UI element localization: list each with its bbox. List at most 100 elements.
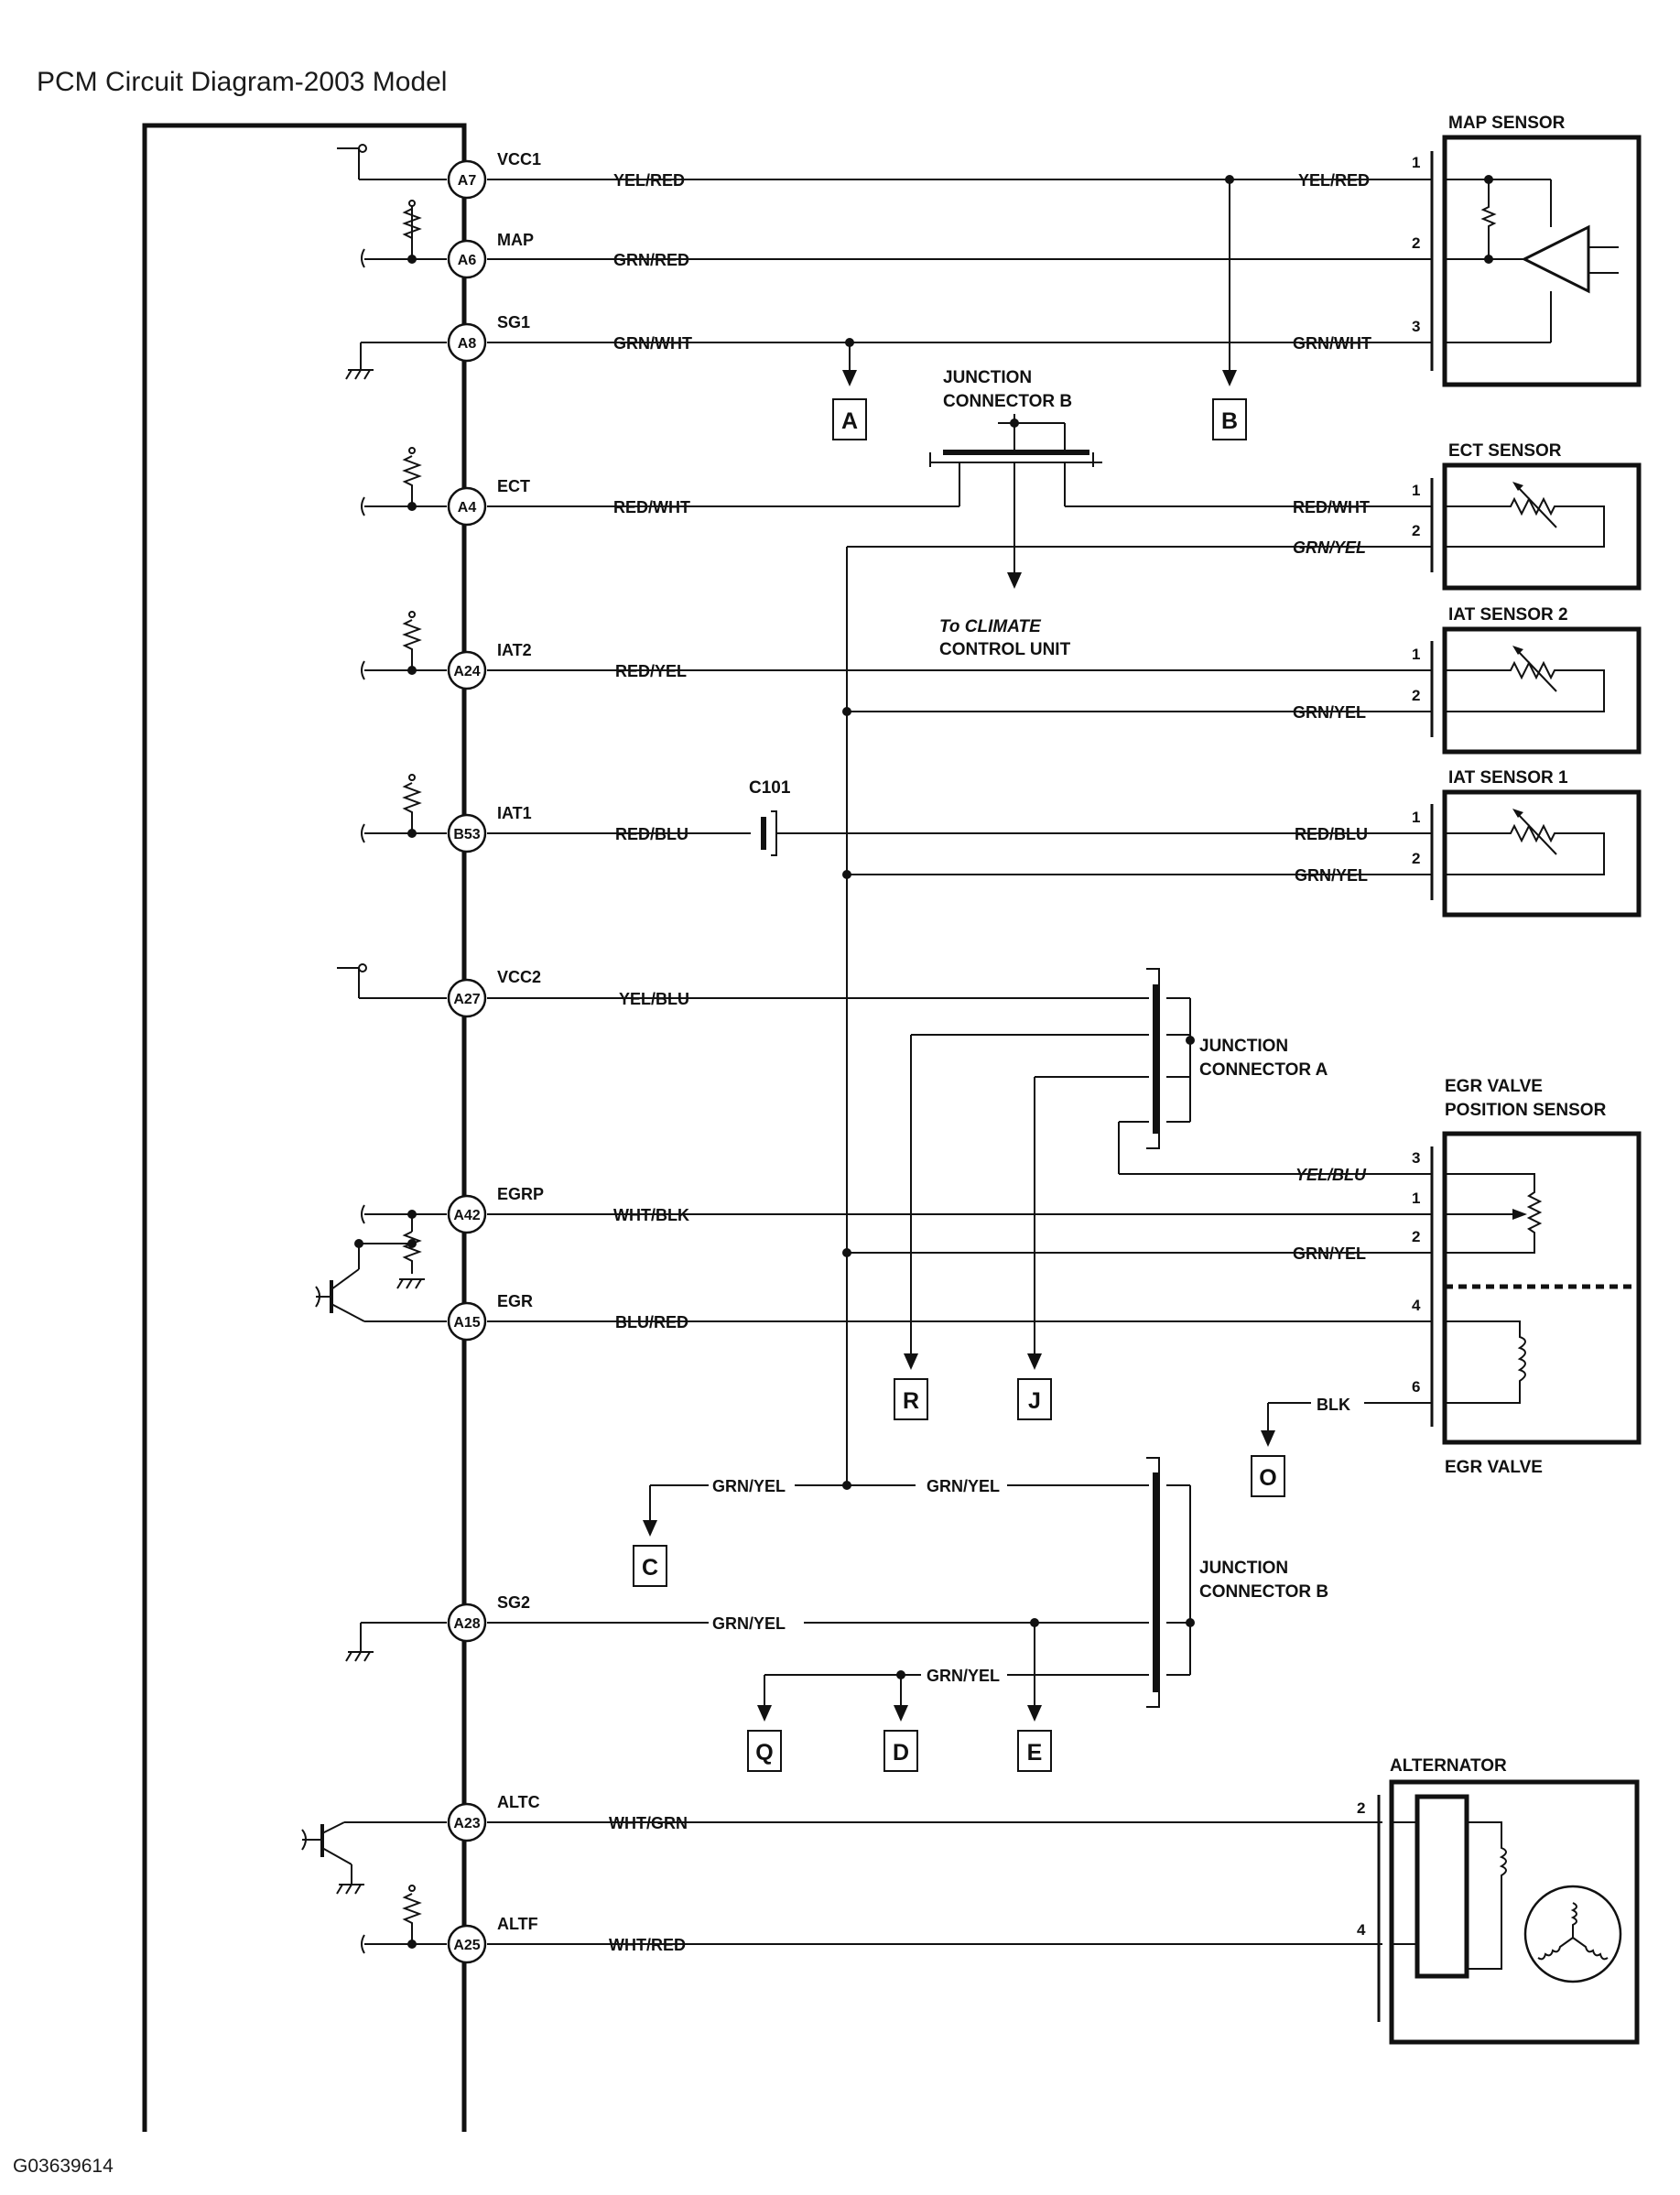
svg-text:GRN/WHT: GRN/WHT bbox=[1293, 334, 1371, 353]
svg-text:JUNCTION: JUNCTION bbox=[1199, 1559, 1288, 1578]
pin-a15: A15 EGR BLU/RED bbox=[447, 1292, 688, 1342]
svg-text:A24: A24 bbox=[453, 664, 480, 679]
pin-a4: A4 ECT RED/WHT bbox=[447, 477, 690, 527]
svg-text:1: 1 bbox=[1412, 809, 1420, 826]
pcm-input-altf bbox=[361, 1885, 447, 1954]
pcm-input-ect bbox=[361, 447, 447, 516]
svg-text:2: 2 bbox=[1412, 687, 1420, 704]
svg-text:B53: B53 bbox=[453, 827, 480, 842]
pin-a6: A6 MAP GRN/RED bbox=[447, 231, 689, 279]
svg-text:GRN/YEL: GRN/YEL bbox=[1295, 866, 1368, 885]
svg-text:1: 1 bbox=[1412, 1190, 1420, 1207]
svg-text:YEL/BLU: YEL/BLU bbox=[1295, 1166, 1367, 1184]
svg-text:C101: C101 bbox=[749, 778, 791, 798]
ect-sensor: ECT SENSOR 1 2 RED/WHT GRN/YEL bbox=[1293, 441, 1642, 591]
svg-text:IAT SENSOR 2: IAT SENSOR 2 bbox=[1448, 605, 1568, 625]
svg-text:CONNECTOR A: CONNECTOR A bbox=[1199, 1060, 1328, 1080]
svg-text:IAT SENSOR 1: IAT SENSOR 1 bbox=[1448, 768, 1568, 788]
pcm-driver-altc bbox=[301, 1821, 447, 1895]
ref-d: D bbox=[883, 1730, 918, 1772]
pcm-ground-sg1 bbox=[345, 342, 447, 380]
svg-text:CONTROL UNIT: CONTROL UNIT bbox=[939, 640, 1071, 659]
junction-connector-a: JUNCTION CONNECTOR A bbox=[1146, 968, 1328, 1149]
pcm-box bbox=[142, 123, 467, 2132]
wire-label-c-right: GRN/YEL bbox=[927, 1477, 1000, 1495]
svg-text:MAP: MAP bbox=[497, 231, 534, 249]
svg-text:3: 3 bbox=[1412, 318, 1420, 335]
svg-text:JUNCTION: JUNCTION bbox=[943, 368, 1032, 387]
egr-valve: 4 6 BLK EGR VALVE bbox=[1317, 1297, 1543, 1477]
image-code: G03639614 bbox=[13, 2156, 114, 2177]
svg-text:E: E bbox=[1027, 1740, 1043, 1766]
svg-text:IAT2: IAT2 bbox=[497, 641, 532, 659]
svg-text:VCC1: VCC1 bbox=[497, 150, 541, 168]
egr-valve-position-sensor: EGR VALVE POSITION SENSOR 3 1 2 YEL/BLU … bbox=[1293, 1077, 1642, 1445]
pcm-input-iat1 bbox=[361, 774, 447, 843]
wires bbox=[487, 175, 1432, 1945]
svg-text:GRN/YEL: GRN/YEL bbox=[1293, 1244, 1366, 1263]
svg-text:A42: A42 bbox=[453, 1208, 480, 1223]
svg-text:A8: A8 bbox=[458, 336, 477, 352]
svg-text:B: B bbox=[1221, 408, 1238, 434]
svg-text:2: 2 bbox=[1412, 522, 1420, 539]
ref-j: J bbox=[1017, 1378, 1052, 1420]
svg-text:ALTC: ALTC bbox=[497, 1793, 540, 1811]
svg-text:6: 6 bbox=[1412, 1378, 1420, 1396]
svg-text:2: 2 bbox=[1412, 1228, 1420, 1245]
svg-text:J: J bbox=[1028, 1388, 1041, 1414]
svg-text:WHT/RED: WHT/RED bbox=[609, 1936, 686, 1954]
svg-text:GRN/YEL: GRN/YEL bbox=[712, 1614, 786, 1633]
ref-b: B bbox=[1212, 398, 1247, 440]
ref-r: R bbox=[894, 1378, 928, 1420]
svg-text:RED/WHT: RED/WHT bbox=[1293, 498, 1370, 516]
svg-text:3: 3 bbox=[1412, 1149, 1420, 1167]
svg-text:RED/BLU: RED/BLU bbox=[615, 825, 688, 843]
svg-text:RED/YEL: RED/YEL bbox=[615, 662, 687, 680]
ref-e: E bbox=[1017, 1730, 1052, 1772]
svg-text:C: C bbox=[642, 1555, 658, 1581]
svg-text:EGR: EGR bbox=[497, 1292, 533, 1310]
iat-sensor-2: IAT SENSOR 2 1 2 GRN/YEL bbox=[1293, 605, 1642, 755]
svg-text:Q: Q bbox=[755, 1740, 773, 1766]
svg-text:SG2: SG2 bbox=[497, 1593, 530, 1612]
svg-text:A4: A4 bbox=[458, 500, 477, 516]
svg-text:A7: A7 bbox=[458, 173, 477, 189]
svg-text:VCC2: VCC2 bbox=[497, 968, 541, 986]
svg-text:POSITION SENSOR: POSITION SENSOR bbox=[1445, 1101, 1607, 1120]
svg-text:JUNCTION: JUNCTION bbox=[1199, 1037, 1288, 1056]
pcm-input-vcc1 bbox=[337, 144, 447, 180]
ref-a: A bbox=[832, 398, 867, 440]
svg-text:A25: A25 bbox=[453, 1938, 480, 1953]
pcm-ground-sg2 bbox=[345, 1622, 447, 1662]
svg-text:CONNECTOR B: CONNECTOR B bbox=[1199, 1582, 1328, 1602]
ref-c: C bbox=[633, 1545, 667, 1587]
ref-o: O bbox=[1251, 1455, 1285, 1497]
svg-text:ECT: ECT bbox=[497, 477, 530, 495]
svg-text:ALTERNATOR: ALTERNATOR bbox=[1390, 1756, 1507, 1776]
svg-text:GRN/RED: GRN/RED bbox=[613, 251, 689, 269]
diagram-title: PCM Circuit Diagram-2003 Model bbox=[37, 67, 447, 97]
svg-text:2: 2 bbox=[1357, 1799, 1365, 1817]
reference-boxes: A B C D E J O Q R bbox=[633, 398, 1285, 1772]
svg-text:RED/WHT: RED/WHT bbox=[613, 498, 690, 516]
svg-text:A28: A28 bbox=[453, 1616, 480, 1632]
svg-text:EGRP: EGRP bbox=[497, 1185, 544, 1203]
svg-text:A15: A15 bbox=[453, 1315, 480, 1331]
svg-text:EGR VALVE: EGR VALVE bbox=[1445, 1458, 1543, 1477]
svg-text:A6: A6 bbox=[458, 253, 477, 268]
svg-text:YEL/RED: YEL/RED bbox=[1298, 171, 1370, 190]
svg-text:A23: A23 bbox=[453, 1816, 480, 1831]
junction-connector-b-bottom: JUNCTION CONNECTOR B bbox=[1146, 1457, 1328, 1708]
svg-text:BLU/RED: BLU/RED bbox=[615, 1313, 688, 1331]
ref-q: Q bbox=[747, 1730, 782, 1772]
svg-text:MAP SENSOR: MAP SENSOR bbox=[1448, 114, 1566, 133]
